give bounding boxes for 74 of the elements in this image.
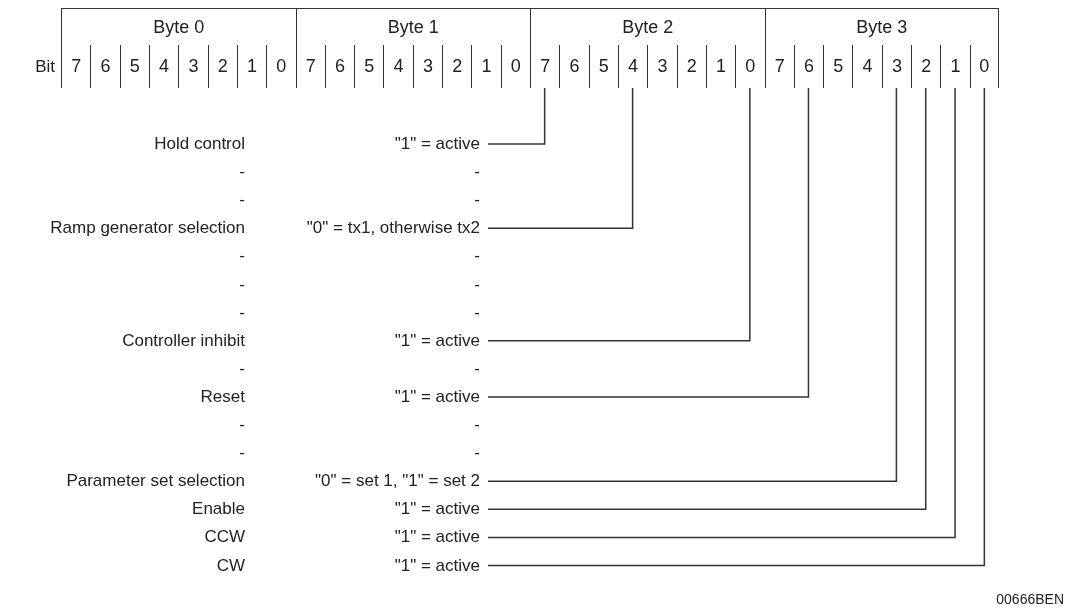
placeholder-dash: - [239,301,245,324]
bit-number: 7 [61,45,91,88]
bit-number: 2 [207,45,237,88]
placeholder-dash: - [474,357,480,380]
signal-name: Hold control [154,133,245,155]
placeholder-dash: - [239,273,245,296]
bit-number: 0 [735,45,765,88]
bit-number: 1 [705,45,736,88]
bit-number: 3 [178,45,208,88]
signal-name: Parameter set selection [66,470,245,493]
bit-number: 2 [442,45,472,88]
value-text: "1" = active [394,554,480,577]
byte-header: Byte 0 [61,8,296,45]
bit-number: 4 [617,45,648,88]
bit-number: 5 [354,45,384,88]
signal-name: Ramp generator selection [50,217,245,240]
placeholder-dash: - [239,414,245,436]
placeholder-dash: - [239,245,245,268]
bit-number: 3 [881,45,912,88]
bit-number: 4 [383,45,413,88]
byte-header: Byte 3 [764,8,999,45]
byte-header: Byte 1 [295,8,530,45]
bit-number: 7 [764,45,794,88]
bit-number: 0 [266,45,296,88]
leader-line [487,87,751,342]
bit-number: 1 [940,45,970,88]
value-text: "1" = active [394,498,480,521]
bit-number: 7 [530,45,560,88]
bit-number: 0 [500,45,530,88]
value-text: "0" = set 1, "1" = set 2 [315,470,480,493]
bit-number: 4 [852,45,882,88]
bit-number: 6 [90,45,120,88]
value-text: "1" = active [394,385,480,408]
axis-label: Bit [35,55,55,78]
placeholder-dash: - [474,442,480,465]
placeholder-dash: - [239,189,245,212]
placeholder-dash: - [239,442,245,465]
leader-line [487,87,810,398]
bit-number: 2 [911,45,941,88]
byte-header: Byte 2 [530,8,765,45]
bit-number: 2 [676,45,706,88]
bit-number: 3 [412,45,443,88]
bit-number: 7 [295,45,325,88]
bit-number: 1 [471,45,501,88]
bit-number: 5 [119,45,149,88]
placeholder-dash: - [474,245,480,268]
bit-number: 5 [588,45,618,88]
bit-number: 0 [969,45,999,88]
bit-number: 6 [559,45,589,88]
placeholder-dash: - [474,161,480,184]
bit-number: 1 [236,45,267,88]
placeholder-dash: - [239,161,245,184]
signal-name: CW [216,554,245,577]
value-text: "1" = active [394,133,480,155]
bit-number: 6 [324,45,355,88]
placeholder-dash: - [474,273,480,296]
placeholder-dash: - [474,301,480,324]
signal-name: Enable [192,498,245,521]
value-text: "0" = tx1, otherwise tx2 [306,217,480,240]
bit-number: 4 [148,45,179,88]
figure-code: 00666BEN [996,590,1064,609]
bit-number: 3 [647,45,677,88]
placeholder-dash: - [474,414,480,436]
value-text: "1" = active [394,329,480,352]
bit-number: 5 [823,45,853,88]
value-text: "1" = active [394,526,480,549]
signal-name: CCW [204,526,245,549]
placeholder-dash: - [474,189,480,212]
bit-number: 6 [793,45,824,88]
placeholder-dash: - [239,357,245,380]
signal-name: Reset [200,385,245,408]
leader-line [487,87,634,230]
leader-line [487,87,546,145]
signal-name: Controller inhibit [122,329,245,352]
